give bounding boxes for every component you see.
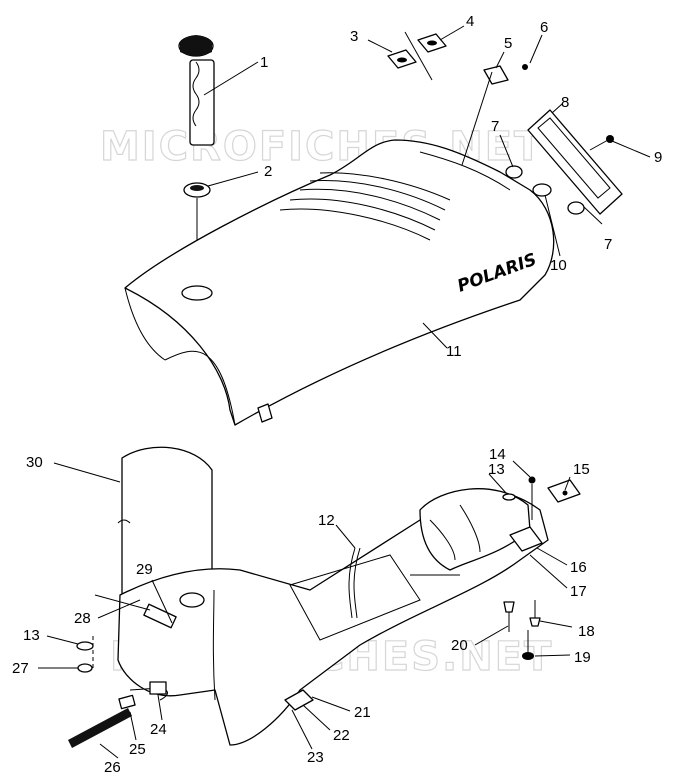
bracket-part-15 [547,479,581,503]
pad-part-4 [404,31,447,81]
fuel-tank-assembly [68,488,549,748]
callout-4: 4 [466,13,474,30]
callout-labels: 1 2 3 4 5 6 7 7 8 9 10 11 12 13 13 14 15… [12,13,662,776]
callout-7-lower: 7 [604,236,612,253]
callout-5: 5 [504,35,512,52]
leader-lines [38,25,651,759]
callout-26: 26 [104,759,121,776]
bolt-part-18 [529,600,541,627]
callout-3: 3 [350,28,358,45]
callout-18: 18 [578,623,595,640]
screw-part-6 [522,64,528,70]
fuel-cap [178,35,215,146]
washer-part-13-right [502,493,516,501]
callout-22: 22 [333,727,350,744]
callout-13-right: 13 [488,461,505,478]
nut-part-27 [77,663,93,673]
callout-19: 19 [574,649,591,666]
callout-27: 27 [12,660,29,677]
callout-25: 25 [129,741,146,758]
callout-16: 16 [570,559,587,576]
plate-part-5 [483,65,509,85]
callout-28: 28 [74,610,91,627]
washer-part-13-left [76,641,94,651]
callout-11: 11 [446,343,462,360]
bolt-part-19 [522,630,534,660]
callout-21: 21 [354,704,371,721]
callout-12: 12 [318,512,335,529]
callout-1: 1 [260,54,268,71]
seat-cover: POLARIS [124,139,555,426]
callout-13-left: 13 [23,627,40,644]
bulb-part-7-upper [505,165,523,179]
bulb-part-7-lower [567,201,585,215]
callout-2: 2 [264,163,272,180]
callout-29: 29 [136,561,153,578]
screw-part-9 [589,135,614,151]
callout-14: 14 [489,446,506,463]
callout-17: 17 [570,583,587,600]
callout-23: 23 [307,749,324,766]
rivet-part-20 [503,601,515,632]
callout-20: 20 [451,637,468,654]
pad-part-3 [387,49,417,69]
bulb-part-10 [532,183,552,197]
taillight-bracket [527,109,623,215]
callout-9: 9 [654,149,662,166]
callout-10: 10 [550,257,567,274]
callout-8: 8 [561,94,569,111]
callout-30: 30 [26,454,43,471]
callout-7-upper: 7 [491,118,499,135]
callout-15: 15 [573,461,590,478]
callout-6: 6 [540,19,548,36]
callout-24: 24 [150,721,167,738]
screw-part-14 [528,476,536,520]
